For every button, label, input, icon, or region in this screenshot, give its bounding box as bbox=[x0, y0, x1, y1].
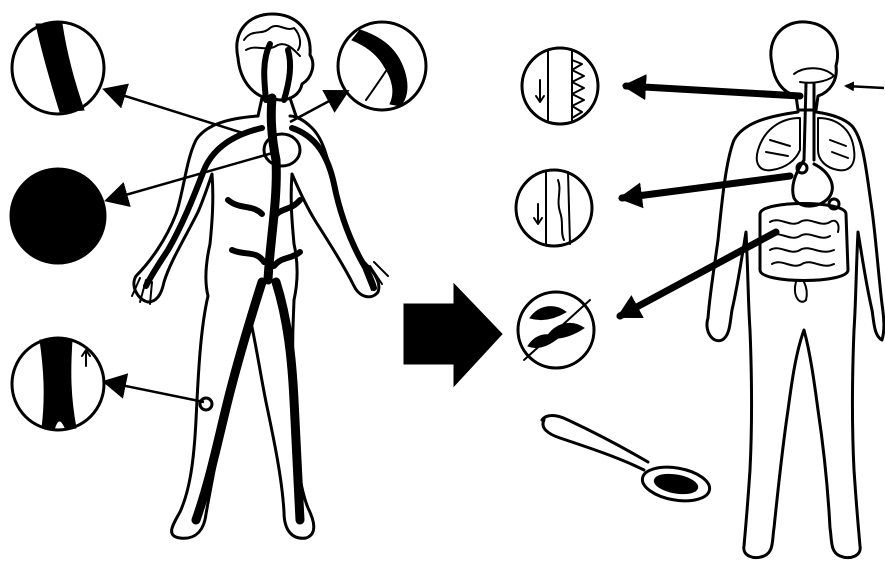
vein-callout-leg bbox=[12, 338, 104, 430]
esophagus bbox=[804, 84, 814, 160]
leg-vessel-right bbox=[276, 282, 300, 520]
pointer-to-stomach-callout bbox=[622, 176, 790, 198]
appendix bbox=[795, 282, 807, 302]
pointer-to-vein-callout bbox=[106, 382, 204, 402]
intestine-marker bbox=[829, 199, 839, 209]
brain-detail bbox=[244, 26, 300, 56]
carotid-vessel bbox=[264, 44, 290, 100]
stomach-lining-callout bbox=[516, 170, 592, 246]
aorta-vessel bbox=[268, 98, 276, 280]
flow-down-arrow-icon bbox=[536, 80, 544, 102]
arm-vessel-right bbox=[292, 128, 374, 288]
branch-vessels bbox=[228, 200, 300, 266]
block-arrow-right-icon bbox=[404, 284, 502, 386]
spoon-icon bbox=[542, 416, 712, 506]
torso-outline bbox=[134, 116, 379, 538]
intestine-lining-callout bbox=[518, 292, 594, 368]
pointer-to-head-callout bbox=[106, 90, 246, 134]
digestive-body-figure bbox=[707, 22, 884, 558]
circulatory-body-figure bbox=[132, 14, 388, 538]
pointer-to-esophagus-callout bbox=[626, 86, 800, 96]
right-lung bbox=[818, 118, 854, 170]
left-lung bbox=[757, 118, 800, 170]
vessel-callout-head bbox=[12, 22, 104, 114]
pointer-to-intestine-callout bbox=[620, 232, 776, 316]
large-intestine bbox=[760, 204, 848, 281]
blocked-vessel-callout bbox=[10, 168, 106, 264]
flow-down-arrow-icon-2 bbox=[534, 204, 542, 224]
small-intestine-coils bbox=[770, 220, 839, 265]
mouth-input-arrow bbox=[846, 86, 884, 88]
leg-vein-marker bbox=[200, 398, 212, 410]
lung-texture bbox=[766, 140, 848, 158]
pointer-to-heart-callout bbox=[290, 92, 346, 122]
flow-up-arrow-icon bbox=[82, 350, 90, 366]
vessel-callout-heart bbox=[338, 22, 426, 110]
mouth-cavity bbox=[794, 68, 834, 83]
esophagus-lining-callout bbox=[522, 48, 598, 124]
leg-vessel-left bbox=[196, 282, 262, 520]
stomach-marker bbox=[797, 163, 807, 173]
